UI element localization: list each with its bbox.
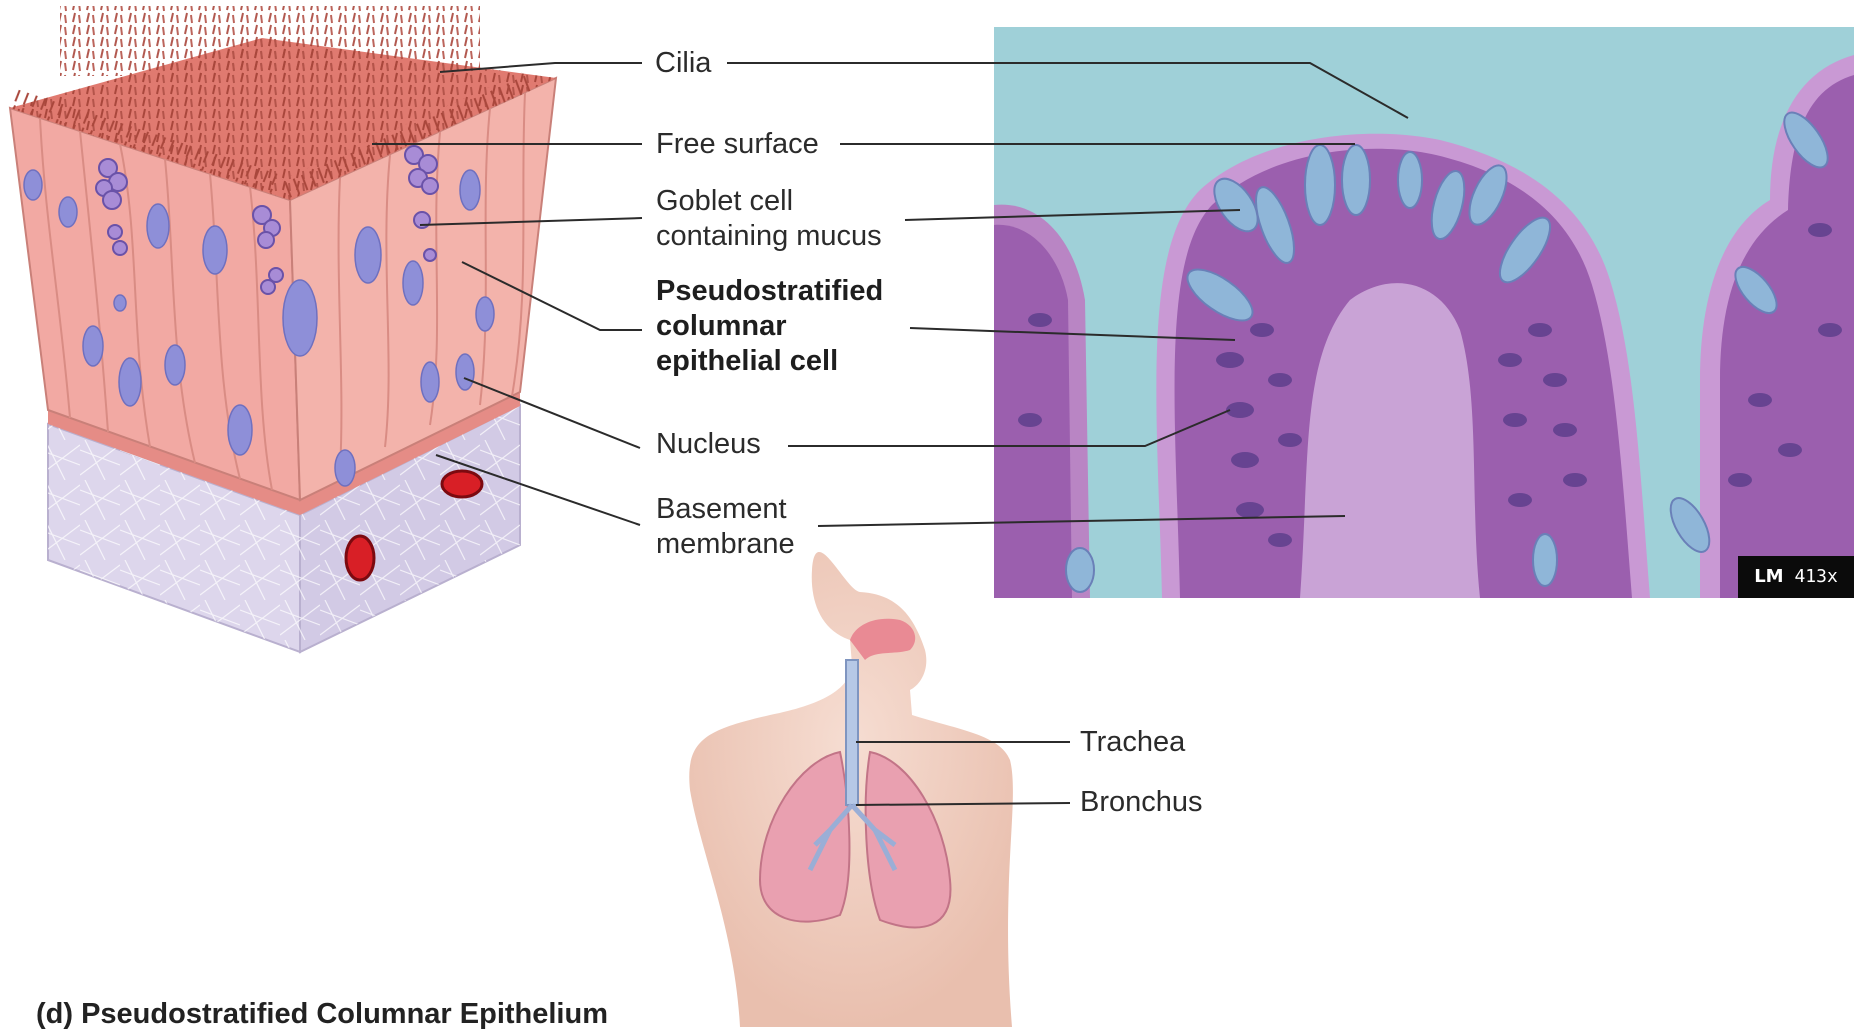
goblet-cell: [1533, 534, 1557, 586]
magnification-badge: LM 413x: [1738, 556, 1854, 598]
label-free-surface: Free surface: [656, 127, 819, 162]
nucleus: [456, 354, 474, 390]
goblet-cell: [1305, 145, 1335, 225]
nucleus: [114, 295, 126, 311]
respiratory-system-illustration: [689, 552, 1013, 1027]
label-goblet-cell-line2: containing mucus: [656, 219, 882, 254]
micrograph: [994, 27, 1854, 598]
nucleus: [165, 345, 185, 385]
label-nucleus: Nucleus: [656, 427, 761, 462]
nucleus: [24, 170, 42, 200]
magnification-value: 413x: [1794, 566, 1837, 587]
nucleus: [403, 261, 423, 305]
label-goblet-cell: Goblet cell containing mucus: [656, 184, 882, 254]
nucleus: [119, 358, 141, 406]
goblet-cell: [1342, 145, 1370, 215]
nucleus: [228, 405, 252, 455]
nucleus: [83, 326, 103, 366]
goblet-cell: [1398, 152, 1422, 208]
label-goblet-cell-line1: Goblet cell: [656, 184, 882, 219]
nucleus: [147, 204, 169, 248]
blood-vessel: [346, 536, 374, 580]
label-cilia: Cilia: [655, 46, 711, 81]
nucleus: [460, 170, 480, 210]
nucleus: [59, 197, 77, 227]
goblet-cell: [1066, 548, 1094, 592]
blood-vessel: [442, 471, 482, 497]
epithelium-block-illustration: [10, 6, 556, 652]
label-pseudo-line3: epithelial cell: [656, 344, 883, 379]
trachea: [846, 660, 858, 805]
label-bronchus: Bronchus: [1080, 785, 1203, 820]
nucleus: [476, 297, 494, 331]
nucleus: [355, 227, 381, 283]
label-pseudo-line2: columnar: [656, 309, 883, 344]
label-pseudo-line1: Pseudostratified: [656, 274, 883, 309]
magnification-mode: LM: [1754, 566, 1783, 587]
nucleus: [203, 226, 227, 274]
label-basement-line2: membrane: [656, 527, 795, 562]
label-trachea: Trachea: [1080, 725, 1185, 760]
nucleus: [335, 450, 355, 486]
nucleus: [283, 280, 317, 356]
nucleus: [421, 362, 439, 402]
label-basement-membrane: Basement membrane: [656, 492, 795, 562]
label-pseudostratified-cell: Pseudostratified columnar epithelial cel…: [656, 274, 883, 379]
label-basement-line1: Basement: [656, 492, 795, 527]
figure-caption: (d) Pseudostratified Columnar Epithelium: [36, 998, 608, 1031]
